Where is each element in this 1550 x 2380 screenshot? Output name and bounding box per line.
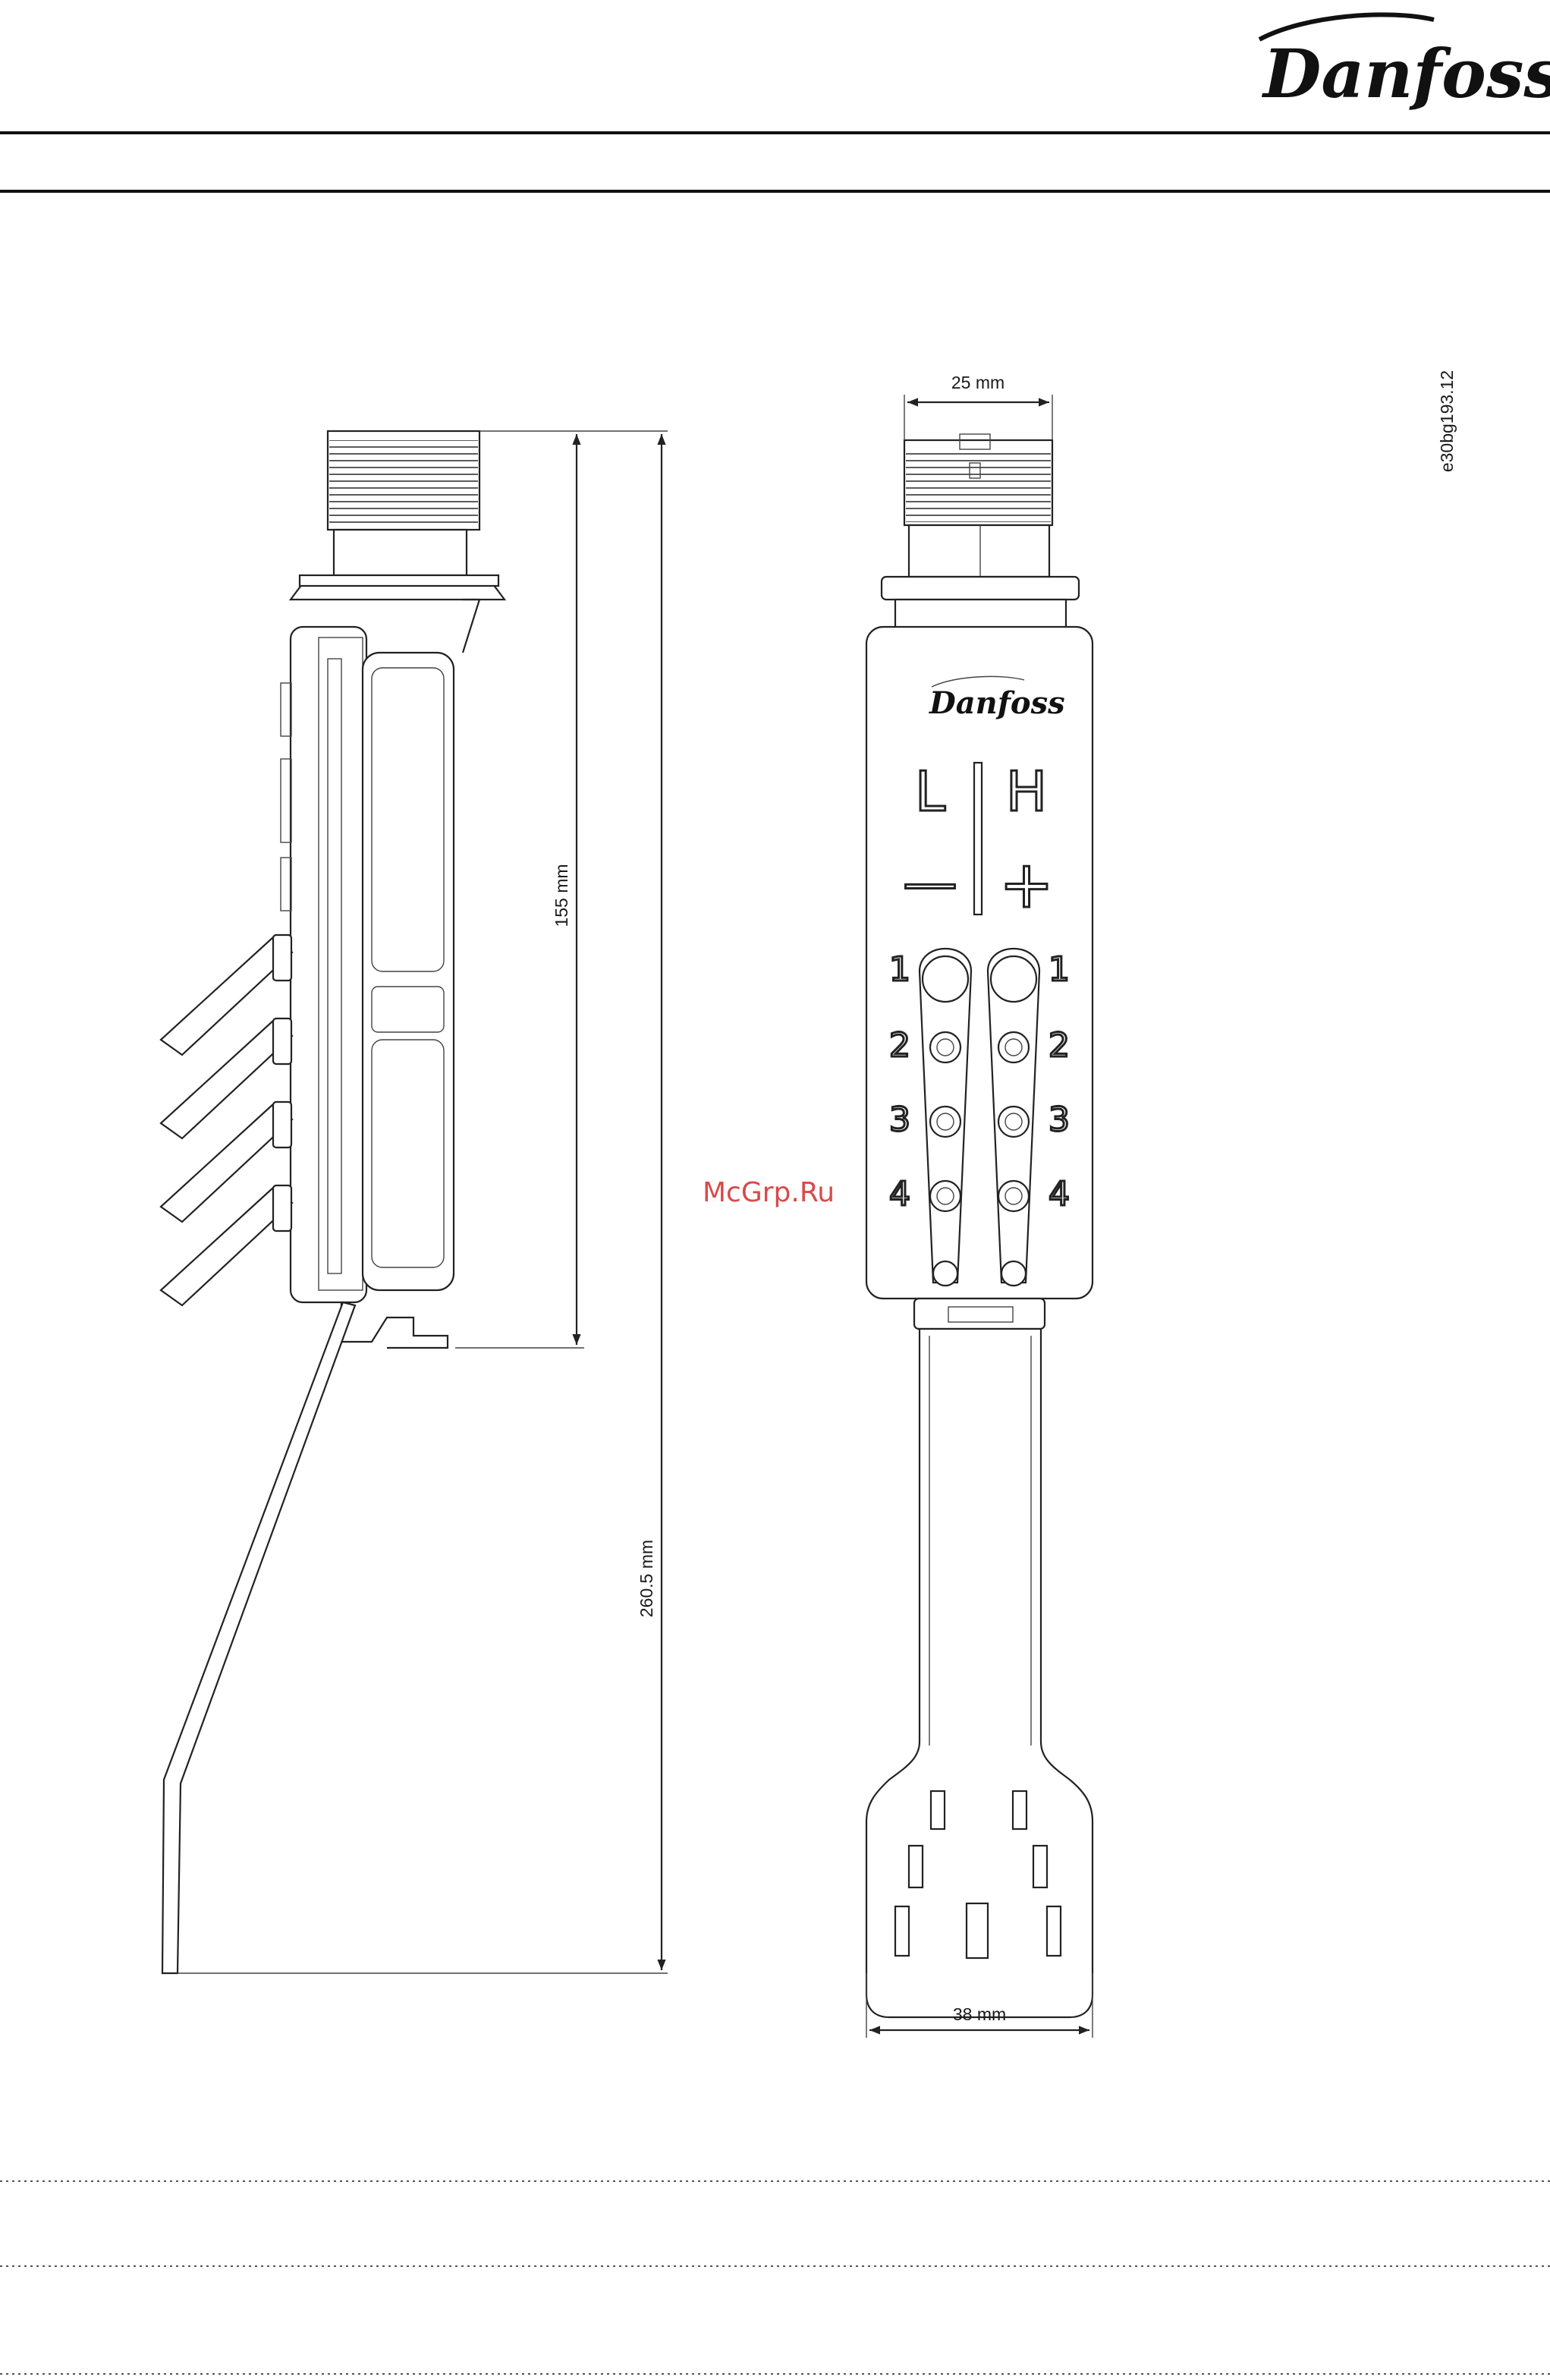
port-number-left-3: 3 xyxy=(889,1100,910,1139)
port-number-right-2: 2 xyxy=(1049,1026,1070,1065)
port-number-right-4: 4 xyxy=(1049,1175,1070,1214)
sign-plus: + xyxy=(999,847,1054,923)
front-view: Danfoss L H — + xyxy=(866,434,1093,2017)
dim-label-38: 38 mm xyxy=(953,2004,1006,2024)
figure-code: e30bg193.12 xyxy=(1437,370,1457,472)
dim-label-260: 260.5 mm xyxy=(637,1540,656,1617)
port-number-left-1: 1 xyxy=(889,950,910,989)
port-number-left-4: 4 xyxy=(889,1175,910,1214)
side-view xyxy=(161,431,505,1973)
logo: Danfoss xyxy=(1261,34,1550,113)
label-high: H xyxy=(1006,760,1047,823)
dim-label-155: 155 mm xyxy=(552,864,571,927)
dim-label-25: 25 mm xyxy=(951,373,1005,392)
sign-minus: — xyxy=(903,851,957,915)
footer xyxy=(0,2181,1550,2374)
side-cable-glands xyxy=(161,935,292,1305)
port-number-right-3: 3 xyxy=(1049,1100,1070,1139)
watermark: McGrp.Ru xyxy=(703,1177,835,1208)
label-low: L xyxy=(915,760,945,823)
port-number-left-2: 2 xyxy=(889,1026,910,1065)
panel-logo: Danfoss xyxy=(929,685,1065,721)
header: Danfoss xyxy=(0,14,1550,191)
port-number-right-1: 1 xyxy=(1049,950,1070,989)
